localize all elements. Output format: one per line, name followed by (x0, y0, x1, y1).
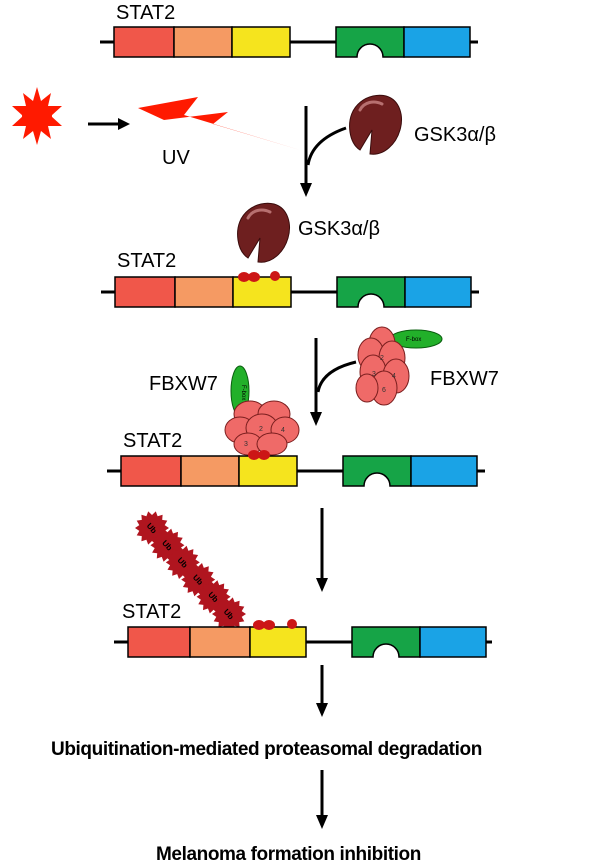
step-arrow-5 (316, 770, 328, 829)
stat2-domain-4 (335, 26, 405, 58)
step-arrow-2 (310, 338, 357, 426)
svg-text:4: 4 (281, 427, 285, 434)
stat2-domain-5 (403, 26, 471, 58)
stat2-domain-5 (404, 276, 472, 308)
stat2-domain-3 (238, 455, 298, 487)
stat2-protein-3: STAT2 (107, 430, 485, 487)
stat2-label-4: STAT2 (122, 601, 181, 623)
stat2-domain-4 (336, 276, 406, 308)
uv-label: UV (162, 147, 190, 169)
stat2-domain-1 (120, 455, 182, 487)
phosphorylation-sites (238, 271, 280, 282)
fbxw7-ligase-icon-1: F-box 2 3 4 6 (355, 326, 443, 406)
stat2-domain-5 (410, 455, 478, 487)
sun-to-uv-arrow (88, 118, 130, 130)
stat2-label-3: STAT2 (123, 430, 182, 452)
fbxw7-label-2: FBXW7 (149, 373, 218, 395)
stat2-domain-5 (419, 626, 487, 658)
step-arrow-1 (300, 106, 347, 197)
sun-icon (12, 87, 62, 145)
step-arrow-4 (316, 665, 328, 717)
stat2-domain-1 (113, 26, 175, 58)
stat2-domain-3 (232, 276, 292, 308)
fbox-label-2: F-box (240, 385, 246, 400)
fbxw7-label-1: FBXW7 (430, 368, 499, 390)
gsk3-kinase-icon-1 (349, 94, 402, 155)
gsk3-label-2: GSK3α/β (298, 218, 380, 240)
svg-text:3: 3 (244, 441, 248, 448)
outcome-melanoma-text: Melanoma formation inhibition (156, 844, 421, 864)
stat2-label-1: STAT2 (116, 2, 175, 24)
fbxw7-ligase-icon-2: F-box 2 4 3 (224, 365, 300, 456)
svg-text:2: 2 (259, 426, 263, 433)
stat2-domain-1 (114, 276, 176, 308)
stat2-domain-4 (351, 626, 421, 658)
stat2-domain-1 (127, 626, 191, 658)
stat2-domain-2 (180, 455, 240, 487)
svg-text:2: 2 (380, 355, 384, 362)
phosphorylation-sites (248, 450, 270, 460)
stat2-protein-2: STAT2 (101, 250, 479, 308)
svg-text:6: 6 (382, 387, 386, 394)
ubiquitin-bead: Ub (212, 597, 246, 631)
gsk3-label-1: GSK3α/β (414, 124, 496, 146)
stat2-domain-4 (342, 455, 412, 487)
svg-text:4: 4 (392, 373, 396, 380)
phosphorylation-sites (253, 619, 297, 630)
stat2-protein-1: STAT2 (100, 2, 478, 58)
uv-lightning-icon (138, 97, 300, 150)
gsk3-kinase-icon-2 (237, 202, 290, 263)
stat2-domain-2 (189, 626, 251, 658)
fbox-label-1: F-box (406, 337, 421, 343)
stat2-domain-2 (173, 26, 233, 58)
outcome-degradation-text: Ubiquitination-mediated proteasomal degr… (51, 739, 482, 760)
stat2-domain-3 (231, 26, 291, 58)
step-arrow-3 (316, 508, 328, 592)
stat2-label-2: STAT2 (117, 250, 176, 272)
stat2-protein-4: STAT2 (114, 601, 492, 658)
stat2-domain-3 (249, 626, 307, 658)
stat2-domain-2 (174, 276, 234, 308)
svg-text:3: 3 (372, 371, 376, 378)
